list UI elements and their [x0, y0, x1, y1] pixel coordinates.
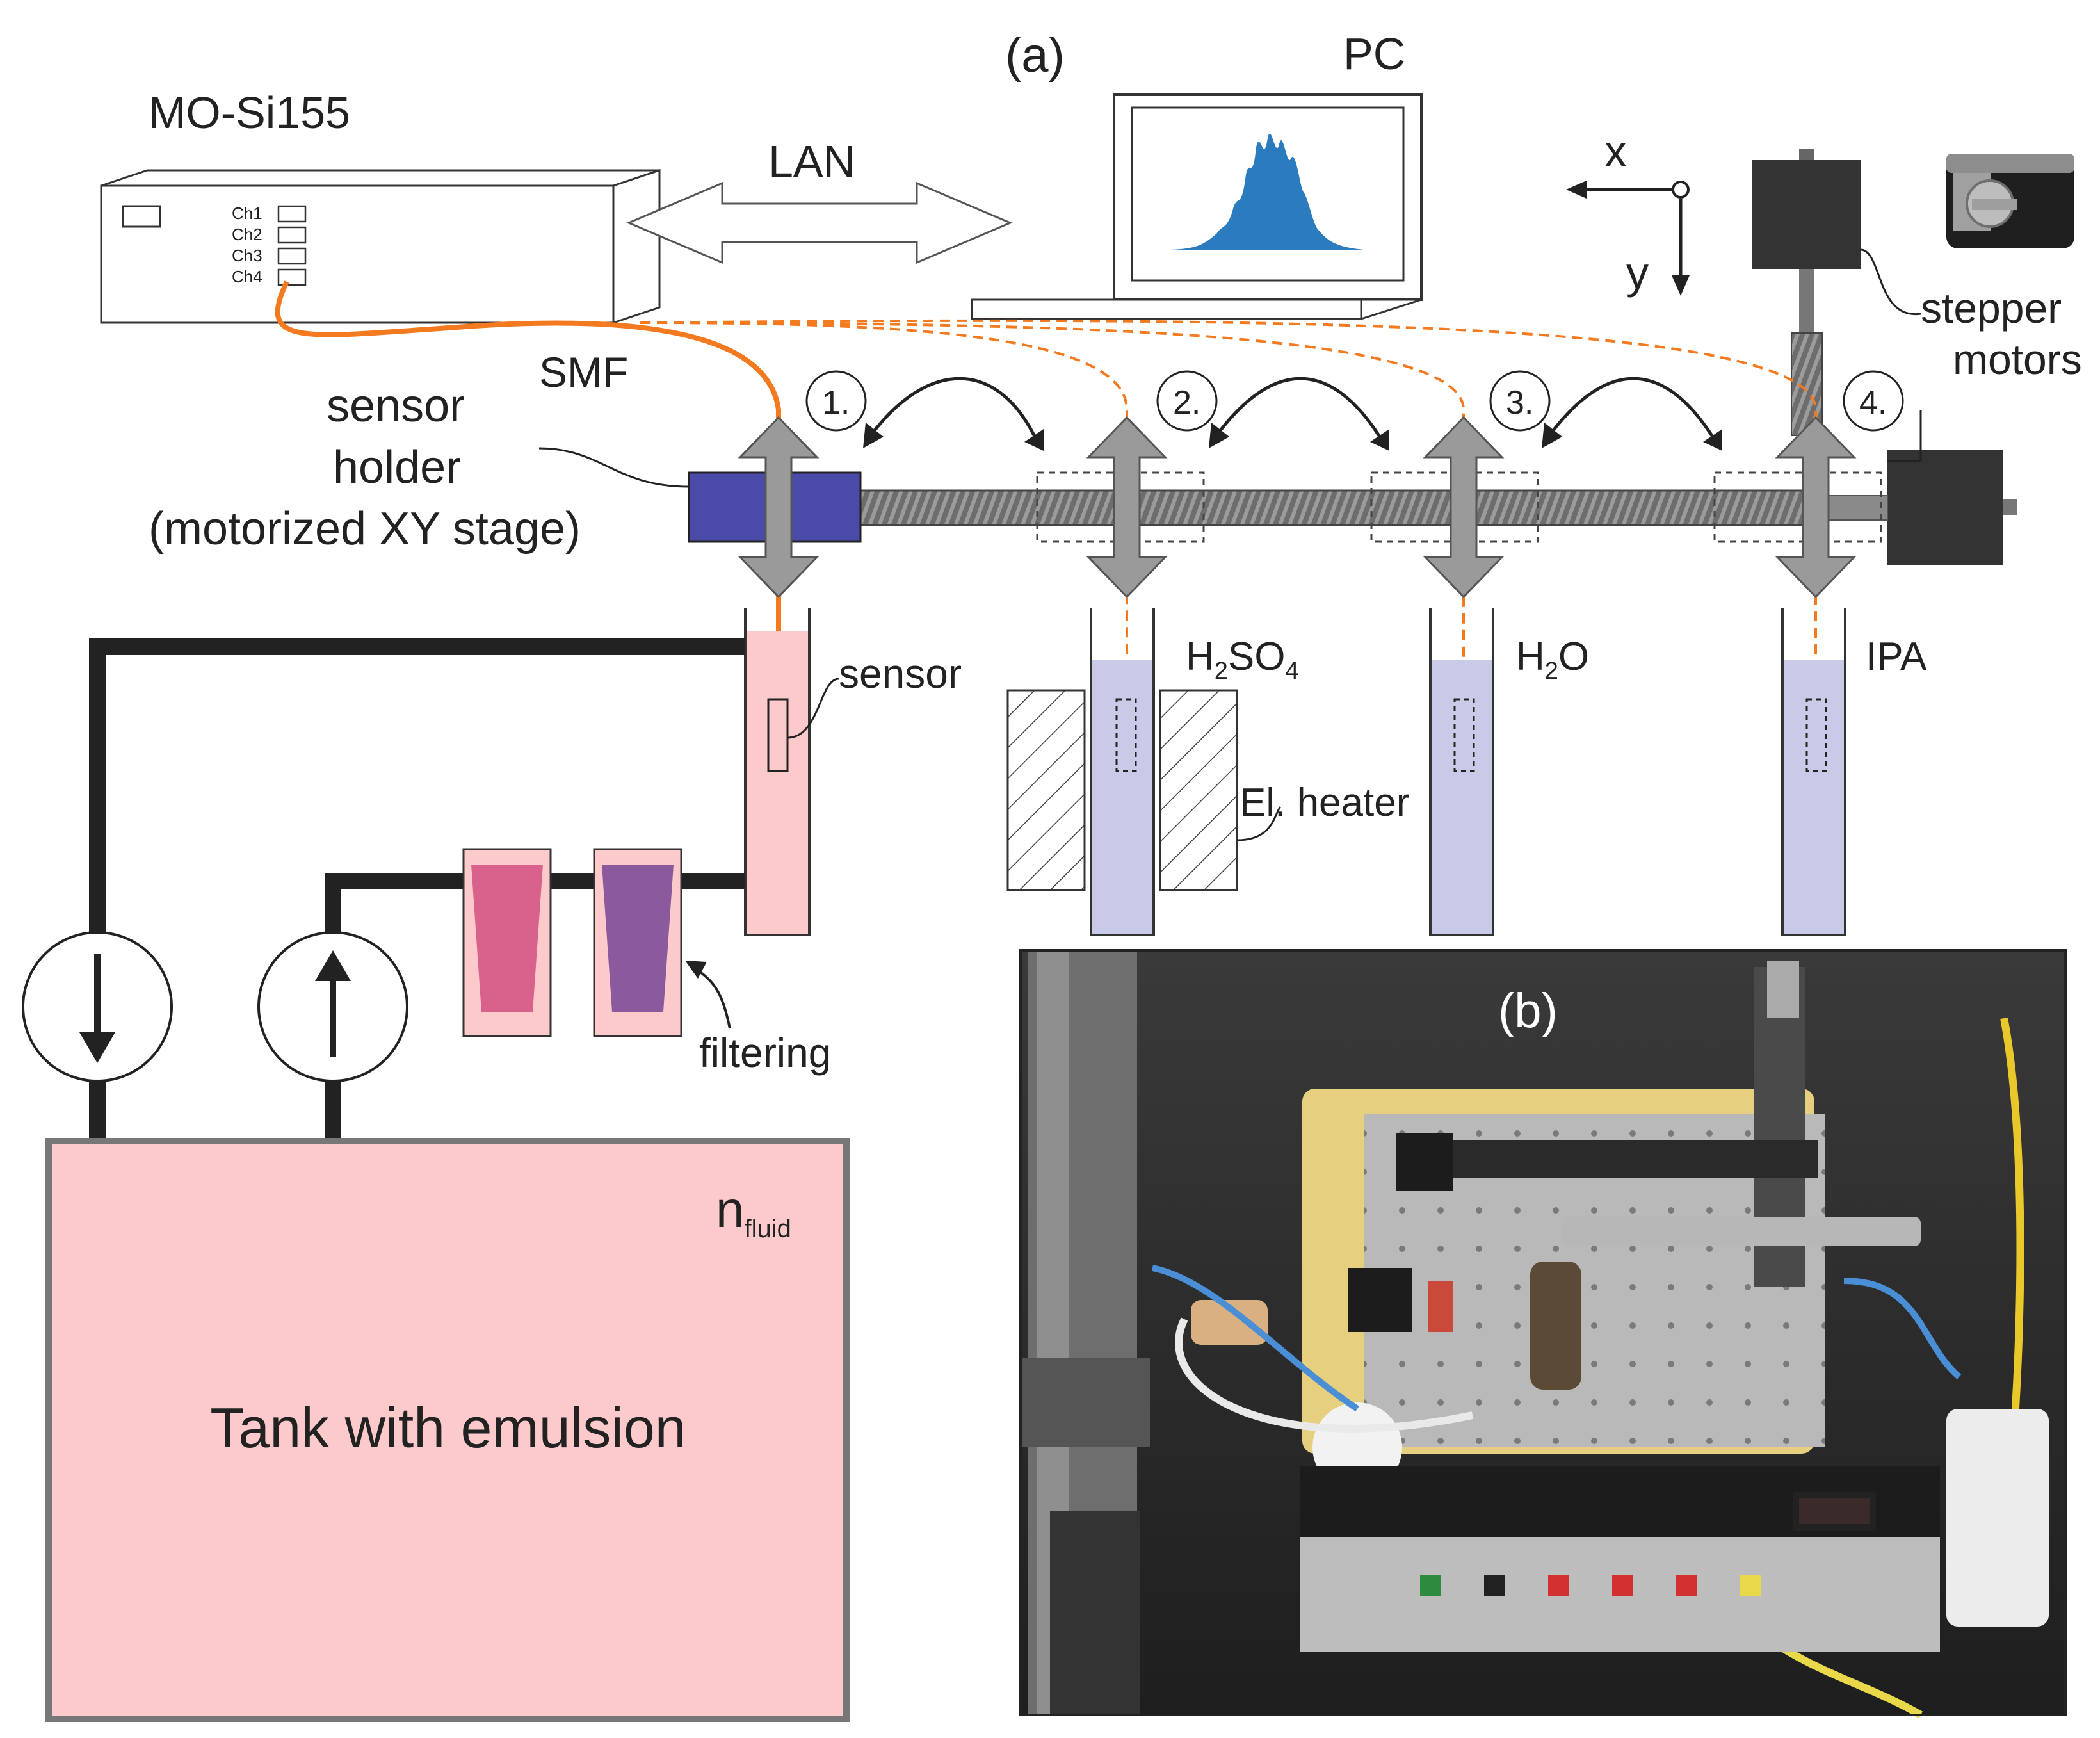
heater-leader [1236, 806, 1282, 841]
heater-left [1006, 689, 1086, 891]
sensor-leader [787, 678, 839, 739]
h2so4-cuvette [1090, 608, 1155, 936]
ipa-cuvette [1781, 608, 1846, 936]
fiber-smf [275, 280, 781, 768]
pump-outflow [22, 931, 173, 1082]
interrogator-label: MO-Si155 [149, 88, 350, 138]
step-markers [805, 370, 1904, 432]
heater-right [1159, 689, 1238, 891]
step-label-3: 3. [1506, 384, 1533, 421]
holder-position-4 [1713, 471, 1882, 543]
n-fluid-label: nfluid [716, 1181, 791, 1243]
step-label-2: 2. [1173, 384, 1200, 421]
sensor-holder-label-1: sensor [327, 380, 465, 432]
sensor-holder-label-3: (motorized XY stage) [149, 503, 581, 555]
stepper-label-2: motors [1953, 336, 2082, 383]
lead-screw [688, 489, 1804, 526]
axis-x-label: x [1604, 126, 1627, 176]
tank [45, 1138, 850, 1722]
horizontal-motor [1887, 450, 2017, 565]
lan-label: LAN [768, 136, 855, 186]
spectrum-plot [1172, 133, 1364, 250]
filter-2 [593, 848, 682, 1037]
pump-inflow [257, 931, 408, 1082]
panel-a-label: (a) [1005, 28, 1065, 83]
channel-label-1: Ch1 [232, 204, 262, 223]
channel-label-4: Ch4 [232, 267, 262, 286]
stepper-label-1: stepper [1921, 284, 2062, 332]
h2o-cuvette [1429, 608, 1494, 936]
fiber-dashed-4 [640, 319, 1817, 768]
h2o-label: H2O [1516, 635, 1589, 685]
ipa-label: IPA [1866, 635, 1927, 679]
filtering-arrowhead [685, 961, 707, 979]
photo-panel [1019, 949, 2067, 1719]
channel-label-3: Ch3 [232, 246, 262, 265]
filter-1 [462, 848, 552, 1037]
sensor-holder-label-2: holder [333, 442, 461, 493]
horizontal-motor-leader [1887, 410, 1922, 462]
channel-label-2: Ch2 [232, 225, 262, 244]
axis-indicator [1566, 181, 1690, 296]
pc-label: PC [1343, 29, 1405, 79]
transition-arrows [869, 377, 1718, 443]
lan-arrow [626, 181, 1013, 264]
sensor-holder-leader [538, 447, 690, 488]
interrogator: Ch1 Ch2 Ch3 Ch4 [100, 168, 661, 325]
stepper-leader-line [1860, 248, 1921, 315]
fiber-dashed-3 [640, 321, 1465, 768]
axis-y-label: y [1626, 248, 1649, 298]
heater-label: El. heater [1240, 781, 1409, 825]
panel-b-label: (b) [1498, 984, 1558, 1038]
transition-arrowheads [863, 423, 1722, 451]
sensor-label: sensor [839, 651, 962, 697]
pc-laptop [971, 93, 1423, 320]
filtering-label: filtering [699, 1030, 831, 1076]
fiber-dashed-2 [640, 321, 1128, 768]
stepper-motor-icon [1946, 154, 2074, 248]
h2so4-label: H2SO4 [1186, 635, 1299, 685]
sensor-cuvette [744, 608, 811, 936]
tank-label: Tank with emulsion [210, 1396, 686, 1459]
vertical-motor-assembly [1752, 149, 1861, 436]
step-label-4: 4. [1859, 384, 1887, 421]
vertical-arrows [738, 416, 1857, 599]
smf-label: SMF [539, 348, 628, 396]
step-label-1: 1. [822, 384, 850, 421]
